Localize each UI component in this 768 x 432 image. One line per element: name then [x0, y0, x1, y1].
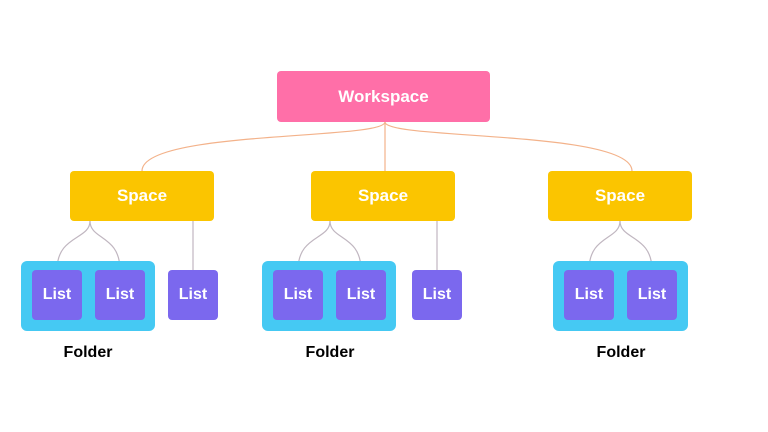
connector-space1-list1	[56, 220, 91, 271]
connector-space2-list1	[297, 220, 331, 271]
workspace-node: Workspace	[277, 71, 490, 122]
list-node: List	[273, 270, 323, 320]
connector-space2-list2	[329, 220, 362, 271]
list-node: List	[32, 270, 82, 320]
space-label: Space	[594, 186, 646, 205]
space-label: Space	[116, 186, 168, 205]
folder-label-1: Folder	[63, 344, 113, 361]
loose-list-node: List	[412, 270, 462, 320]
space-node-1: Space	[70, 171, 214, 221]
list-node: List	[627, 270, 677, 320]
list-label: List	[422, 286, 452, 303]
workspace-label: Workspace	[338, 86, 429, 106]
list-label: List	[574, 286, 604, 303]
folder-label-2: Folder	[305, 344, 355, 361]
connector-space1-list2	[89, 220, 121, 271]
connector-space3-list2	[619, 220, 653, 271]
space-label: Space	[357, 186, 409, 205]
list-label: List	[637, 286, 667, 303]
list-node: List	[336, 270, 386, 320]
list-node: List	[564, 270, 614, 320]
list-node: List	[95, 270, 145, 320]
list-label: List	[346, 286, 376, 303]
list-label: List	[283, 286, 313, 303]
space-node-3: Space	[548, 171, 692, 221]
connector-workspace-space-1	[141, 121, 386, 172]
list-label: List	[105, 286, 135, 303]
list-label: List	[178, 286, 208, 303]
space-node-2: Space	[311, 171, 455, 221]
connector-space3-list1	[588, 220, 621, 271]
loose-list-node: List	[168, 270, 218, 320]
folder-label-3: Folder	[596, 344, 646, 361]
connector-workspace-space-3	[384, 121, 633, 172]
list-label: List	[42, 286, 72, 303]
